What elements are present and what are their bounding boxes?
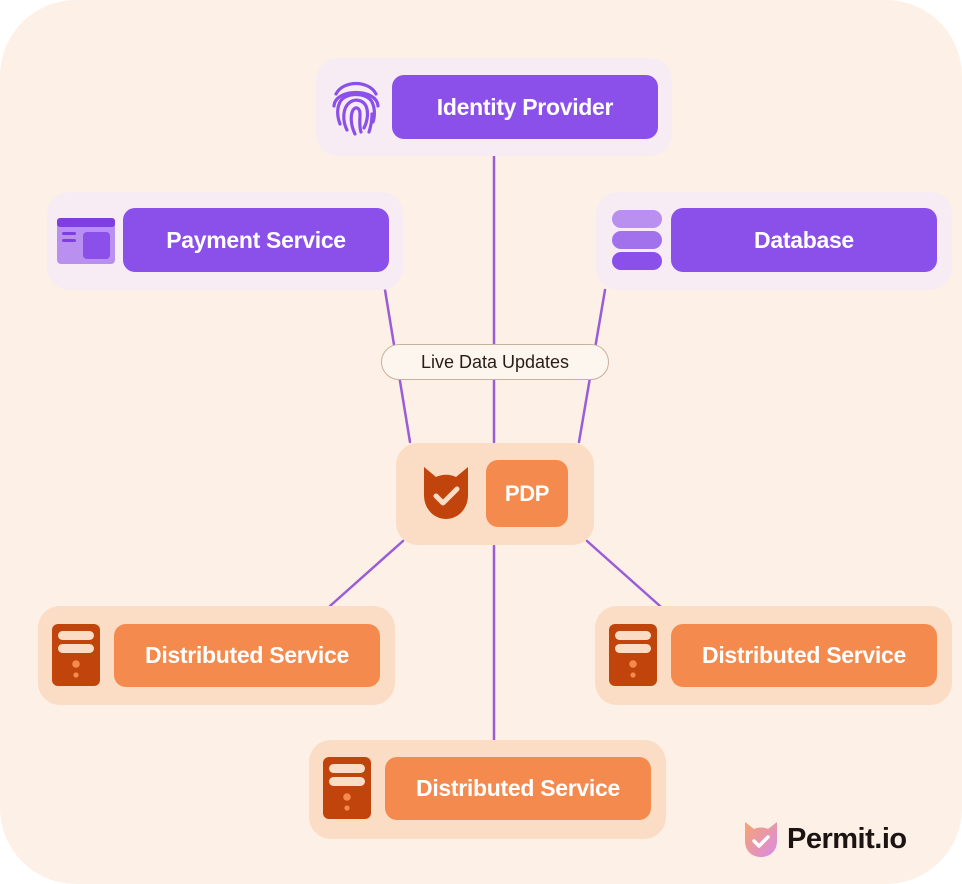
fingerprint-icon xyxy=(332,81,380,136)
distributed-service-bottom-label: Distributed Service xyxy=(385,757,651,820)
distributed-service-left-label: Distributed Service xyxy=(114,624,380,687)
permit-brand: Permit.io xyxy=(743,820,907,858)
server-icon xyxy=(323,757,371,819)
edge-pdp-distributed-left xyxy=(328,539,405,608)
payment-service-label: Payment Service xyxy=(123,208,389,272)
distributed-service-right-label: Distributed Service xyxy=(671,624,937,687)
database-icon xyxy=(612,210,662,270)
browser-window-icon xyxy=(57,218,115,264)
server-icon xyxy=(609,624,657,686)
identity-provider-label: Identity Provider xyxy=(392,75,658,139)
pdp-label: PDP xyxy=(486,460,568,527)
edge-pdp-distributed-right xyxy=(585,539,662,608)
live-data-updates-label: Live Data Updates xyxy=(381,344,609,380)
permit-logo-icon xyxy=(745,822,777,857)
cat-shield-icon xyxy=(424,467,468,519)
database-label: Database xyxy=(671,208,937,272)
brand-name: Permit.io xyxy=(787,822,907,855)
server-icon xyxy=(52,624,100,686)
